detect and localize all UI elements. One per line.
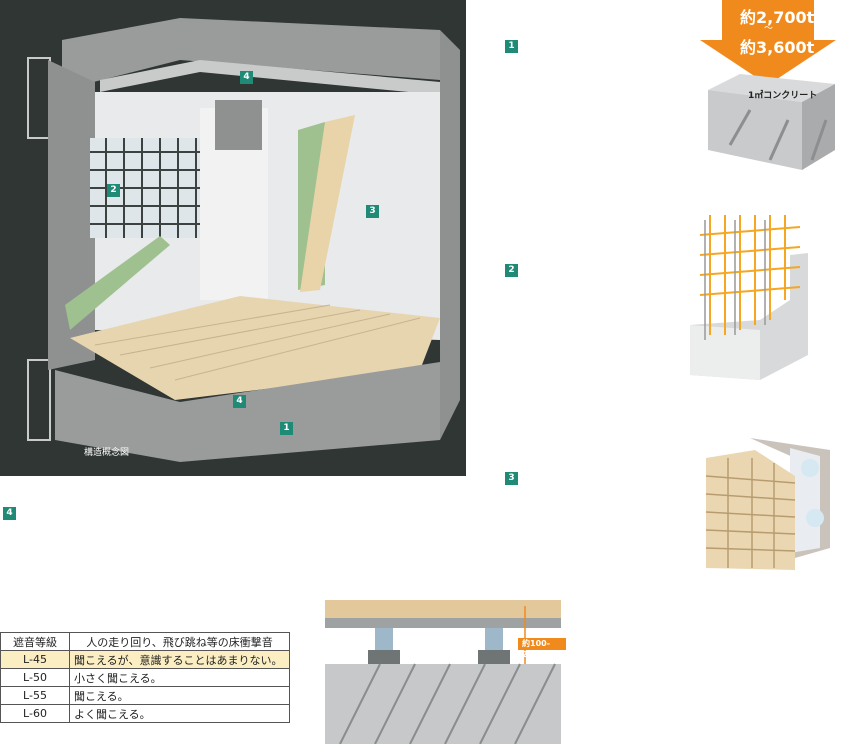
table-header-grade: 遮音等級 — [0, 632, 70, 651]
floor-gap-label: 約100-200㎜ — [522, 639, 551, 659]
table-cell-level: L-60 — [0, 704, 70, 723]
table-cell-desc: 小さく聞こえる。 — [69, 668, 290, 687]
section-badge-4: 4 — [3, 507, 16, 520]
structure-caption: 構造概念図 — [84, 448, 130, 458]
table-row: L-55 聞こえる。 — [0, 686, 290, 705]
wall-layer-svg — [705, 438, 830, 570]
badge-4-ceiling: 4 — [240, 71, 253, 84]
load-value-bottom: 約3,600t — [740, 38, 815, 57]
table-header-description: 人の走り回り、飛び跳ね等の床衝撃音 — [69, 632, 290, 651]
section-badge-2: 2 — [505, 264, 518, 277]
badge-2-window: 2 — [107, 184, 120, 197]
rebar-wall-illustration — [690, 205, 820, 380]
load-value-top: 約2,700t — [740, 8, 815, 27]
table-row: L-60 よく聞こえる。 — [0, 704, 290, 723]
wall-layer-illustration — [700, 438, 840, 573]
concrete-cube-svg — [700, 0, 836, 170]
table-row: L-45 聞こえるが、意識することはあまりない。 — [0, 650, 290, 669]
table-cell-desc: 聞こえる。 — [69, 686, 290, 705]
load-value-sep: 〜 — [764, 24, 774, 34]
table-cell-level: L-50 — [0, 668, 70, 687]
section-badge-3: 3 — [505, 472, 518, 485]
cube-label: 1㎡コンクリート — [748, 91, 818, 101]
badge-1-slab: 1 — [280, 422, 293, 435]
raised-floor-illustration: 約100-200㎜ — [320, 598, 590, 745]
rebar-wall-svg — [690, 215, 808, 380]
structure-cutaway-svg — [27, 18, 460, 462]
table-cell-desc: よく聞こえる。 — [69, 704, 290, 723]
table-cell-desc: 聞こえるが、意識することはあまりない。 — [69, 650, 290, 669]
section-badge-1: 1 — [505, 40, 518, 53]
table-cell-level: L-45 — [0, 650, 70, 669]
concrete-load-illustration: 約2,700t 〜 約3,600t 1㎡コンクリート — [700, 0, 850, 180]
badge-4-floor: 4 — [233, 395, 246, 408]
badge-3-wall: 3 — [366, 205, 379, 218]
floor-impact-rating-table: 遮音等級 人の走り回り、飛び跳ね等の床衝撃音 L-45 聞こえるが、意識すること… — [0, 632, 290, 723]
structure-illustration — [0, 0, 466, 476]
table-row: L-50 小さく聞こえる。 — [0, 668, 290, 687]
table-header-row: 遮音等級 人の走り回り、飛び跳ね等の床衝撃音 — [0, 632, 290, 651]
table-cell-level: L-55 — [0, 686, 70, 705]
raised-floor-svg — [325, 600, 590, 745]
